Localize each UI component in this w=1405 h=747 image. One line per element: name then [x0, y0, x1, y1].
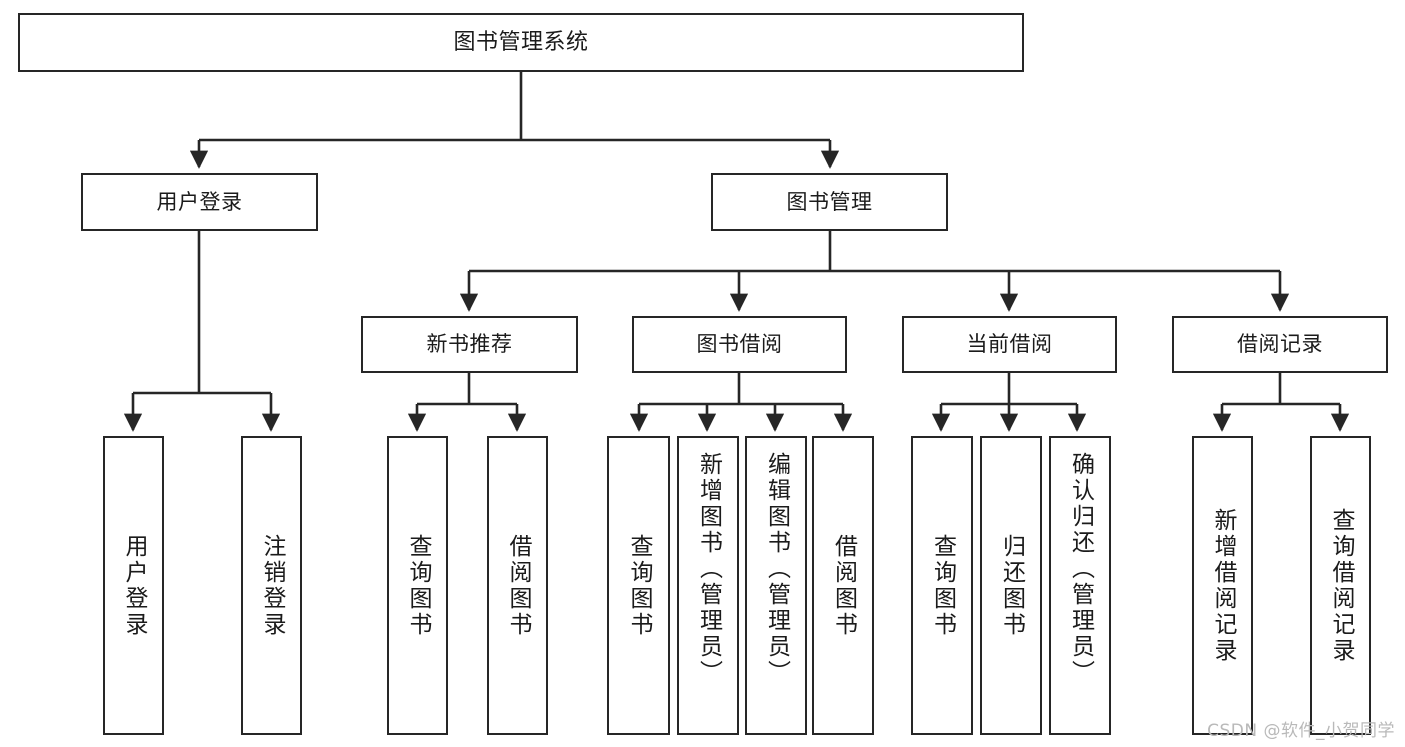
csdn-watermark: CSDN @软件_小贺同学	[1207, 721, 1395, 741]
node-label: 新书推荐	[426, 332, 513, 357]
node-label: 图书借阅	[696, 332, 783, 357]
node-label: 新增借阅记录	[1210, 507, 1236, 664]
node-leaf-add-borrow-record[interactable]: 新增借阅记录	[1192, 436, 1253, 735]
node-label: 新增图书（管理员）	[695, 452, 722, 686]
node-label: 借阅图书	[830, 533, 857, 638]
node-leaf-query-book-current[interactable]: 查询图书	[911, 436, 973, 735]
node-label: 当前借阅	[966, 332, 1053, 357]
node-leaf-borrow-book-recommend[interactable]: 借阅图书	[487, 436, 548, 735]
node-leaf-return-book[interactable]: 归还图书	[980, 436, 1042, 735]
node-label: 用户登录	[156, 189, 243, 214]
node-label: 编辑图书（管理员）	[763, 452, 790, 686]
node-label: 借阅图书	[505, 533, 531, 638]
node-borrow-record[interactable]: 借阅记录	[1172, 316, 1388, 373]
node-leaf-borrow-book[interactable]: 借阅图书	[812, 436, 874, 735]
node-leaf-query-book-borrow[interactable]: 查询图书	[607, 436, 670, 735]
node-book-borrow[interactable]: 图书借阅	[632, 316, 847, 373]
node-label: 归还图书	[998, 533, 1025, 638]
node-label: 图书管理系统	[453, 29, 589, 55]
node-new-book-recommend[interactable]: 新书推荐	[361, 316, 578, 373]
node-label: 查询图书	[626, 533, 652, 638]
node-root-book-management-system[interactable]: 图书管理系统	[18, 13, 1024, 72]
node-label: 确认归还（管理员）	[1067, 452, 1094, 686]
node-leaf-confirm-return[interactable]: 确认归还（管理员）	[1049, 436, 1111, 735]
node-leaf-user-login[interactable]: 用户登录	[103, 436, 164, 735]
node-leaf-edit-book[interactable]: 编辑图书（管理员）	[745, 436, 807, 735]
node-leaf-logout-login[interactable]: 注销登录	[241, 436, 302, 735]
node-book-management[interactable]: 图书管理	[711, 173, 948, 231]
node-user-login[interactable]: 用户登录	[81, 173, 318, 231]
node-label: 用户登录	[121, 533, 147, 638]
node-label: 注销登录	[259, 533, 285, 638]
node-label: 查询图书	[929, 533, 956, 638]
node-label: 查询借阅记录	[1328, 507, 1354, 664]
node-label: 借阅记录	[1237, 332, 1323, 357]
node-label: 图书管理	[786, 189, 873, 214]
node-leaf-add-book[interactable]: 新增图书（管理员）	[677, 436, 739, 735]
node-leaf-query-book-recommend[interactable]: 查询图书	[387, 436, 448, 735]
node-leaf-query-borrow-record[interactable]: 查询借阅记录	[1310, 436, 1371, 735]
node-label: 查询图书	[405, 533, 431, 638]
node-current-borrow[interactable]: 当前借阅	[902, 316, 1117, 373]
